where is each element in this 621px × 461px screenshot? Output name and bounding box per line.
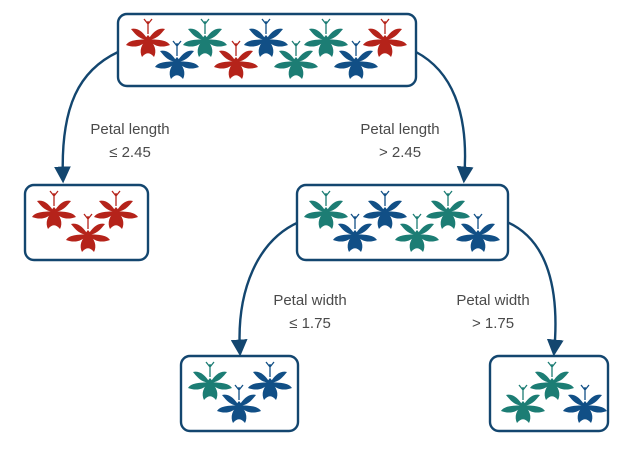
edge-root-left-feature: Petal length — [90, 121, 169, 138]
edge-right-left — [230, 220, 300, 357]
node-left — [23, 183, 150, 262]
node-left-box — [23, 183, 150, 262]
edge-right-right — [506, 220, 564, 357]
edges — [54, 50, 564, 357]
edge-right-left-feature: Petal width — [273, 292, 346, 309]
edge-right-left-condition: ≤ 1.75 — [289, 315, 331, 332]
node-right-right — [488, 354, 610, 433]
edge-root-right-feature: Petal length — [360, 121, 439, 138]
edge-right-right-feature: Petal width — [456, 292, 529, 309]
edge-right-right-condition: > 1.75 — [472, 315, 514, 332]
node-root — [116, 12, 418, 88]
edge-root-left — [54, 50, 119, 184]
edge-labels: Petal length ≤ 2.45 Petal length > 2.45 … — [90, 121, 529, 332]
edge-root-right-condition: > 2.45 — [379, 144, 421, 161]
node-right — [295, 183, 510, 262]
edge-root-left-condition: ≤ 2.45 — [109, 144, 151, 161]
node-right-left — [179, 354, 300, 433]
edge-root-right — [415, 50, 474, 184]
